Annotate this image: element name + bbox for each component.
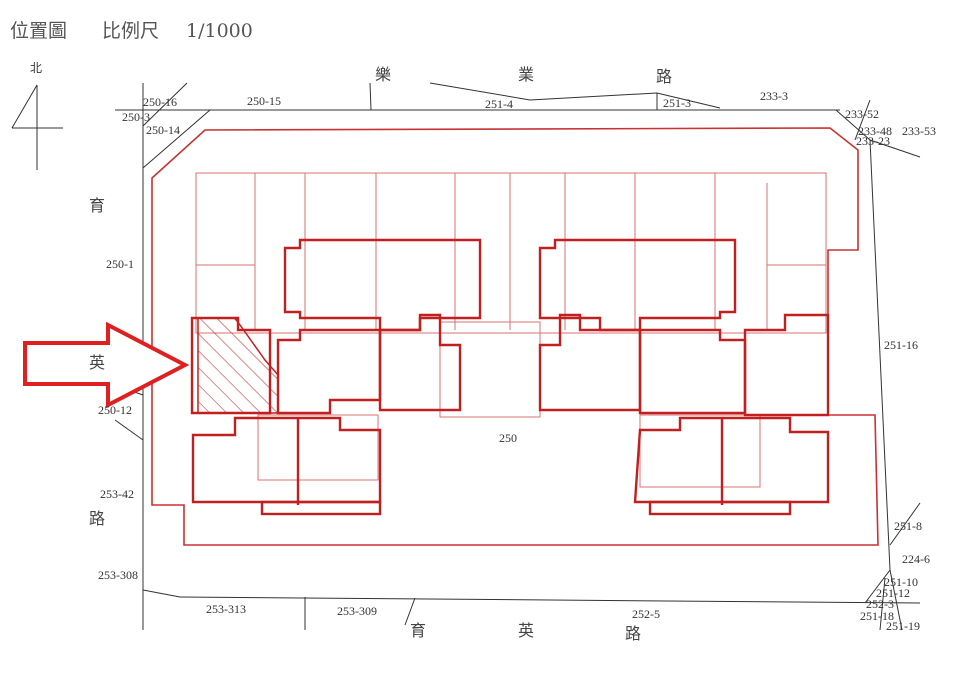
parcel-label: 250-3 [122, 110, 150, 124]
parcel-label: 253-313 [206, 602, 246, 616]
parcel-label: 251-16 [884, 338, 918, 352]
road-bottom-char-1: 育 [410, 621, 426, 640]
parcel-label: 250 [499, 431, 517, 445]
parcel-label: 250-14 [146, 123, 180, 137]
target-lot-hatch [197, 317, 279, 414]
parcel-label: 233-23 [856, 134, 890, 148]
parcel-boundaries [114, 82, 921, 631]
north-label: 北 [30, 61, 42, 75]
parcel-label: 253-309 [337, 604, 377, 618]
parcel-label: 251-10 [884, 575, 918, 589]
parcel-label: 233-48 [858, 124, 892, 138]
parcel-label: 251-12 [876, 586, 910, 600]
scale-value: 1/1000 [186, 20, 253, 42]
scale-label: 比例尺 [102, 20, 159, 42]
parcel-label: 251-19 [886, 619, 920, 633]
parcel-label: 250-1 [106, 257, 134, 271]
parcel-label: 233-53 [902, 124, 936, 138]
location-marker-arrow-icon [23, 321, 190, 409]
parcel-label: 250-12 [98, 403, 132, 417]
parcel-label: 224-6 [902, 552, 930, 566]
road-left-char-3: 路 [89, 509, 105, 528]
road-left-char-1: 育 [89, 196, 105, 215]
parcel-label: 252-5 [632, 607, 660, 621]
building-footprints-upper [195, 172, 827, 488]
plan-title: 位置圖 [10, 20, 67, 42]
parcel-label: 251-3 [663, 96, 691, 110]
road-left-char-2: 英 [89, 353, 105, 372]
parcel-label: 251-18 [860, 609, 894, 623]
building-footprints-main [190, 238, 830, 516]
parcel-label: 252-3 [866, 597, 894, 611]
road-top-char-1: 樂 [375, 65, 391, 84]
site-boundary [151, 127, 879, 546]
parcel-label: 250-15 [247, 94, 281, 108]
north-arrow-icon [11, 84, 63, 170]
parcel-label: 251-4 [485, 97, 513, 111]
road-bottom-char-3: 路 [625, 624, 641, 643]
parcel-label: 253-308 [98, 568, 138, 582]
road-bottom-char-2: 英 [518, 621, 534, 640]
parcel-label: 253-42 [100, 487, 134, 501]
parcel-labels: 250-16 250-15 250-3 250-14 251-4 251-3 2… [98, 89, 936, 633]
road-top-char-2: 業 [518, 65, 534, 84]
parcel-label: 250-16 [143, 95, 177, 109]
parcel-label: 233-3 [760, 89, 788, 103]
parcel-label: 251-8 [894, 519, 922, 533]
parcel-label: 233-52 [845, 107, 879, 121]
road-top-char-3: 路 [656, 67, 672, 86]
